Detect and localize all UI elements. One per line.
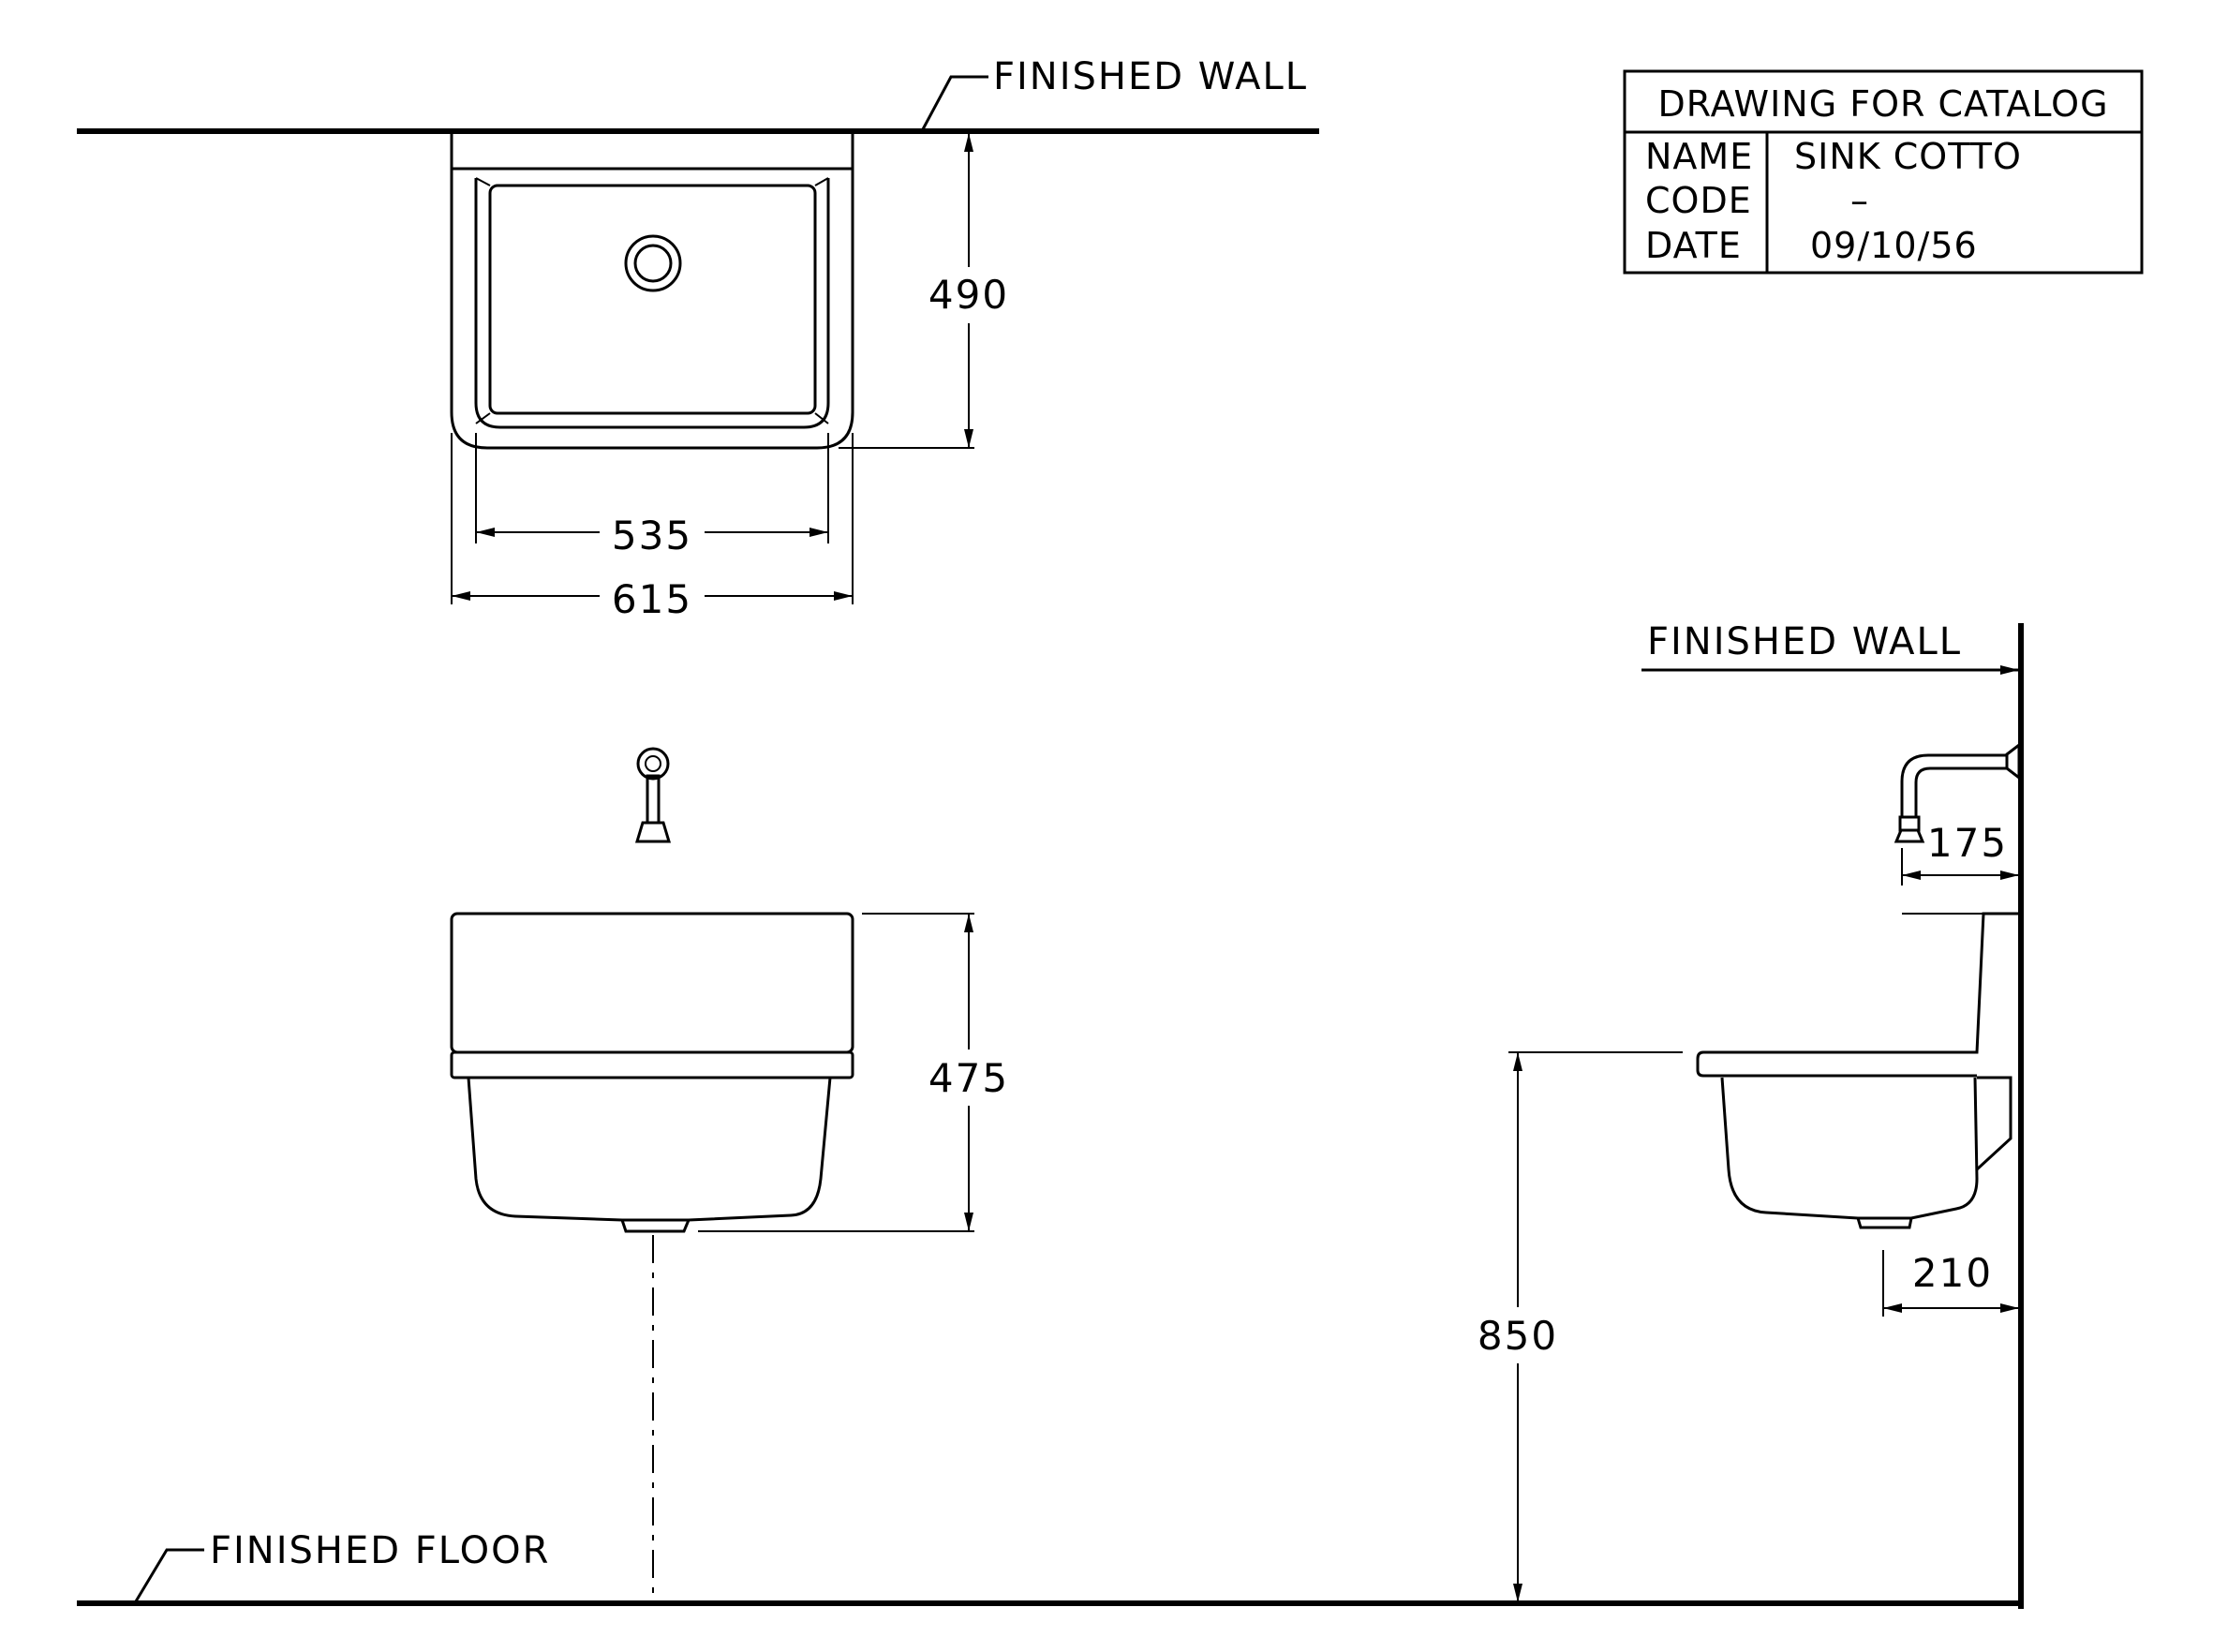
- side-faucet-spout: [1900, 753, 2007, 817]
- title-block: DRAWING FOR CATALOG NAME SINK COTTO CODE…: [1623, 69, 2144, 275]
- title-block-code-label: CODE: [1645, 180, 1752, 221]
- title-block-name-label: NAME: [1645, 136, 1753, 177]
- basin-outer-outline: [450, 133, 854, 450]
- finished-floor-label: FINISHED FLOOR: [210, 1529, 550, 1572]
- front-faucet-head: [636, 747, 670, 781]
- drain-outer-circle: [624, 234, 682, 292]
- dim-text-475: 475: [928, 1055, 1009, 1101]
- dim-text-850: 850: [1478, 1313, 1558, 1359]
- basin-bowl: [488, 184, 817, 415]
- dim-text-615: 615: [612, 576, 692, 622]
- dim-text-535: 535: [612, 513, 692, 558]
- floor: FINISHED FLOOR: [77, 1529, 2024, 1606]
- finished-wall-label-top: FINISHED WALL: [993, 55, 1308, 98]
- finished-wall-label-side: FINISHED WALL: [1647, 620, 1962, 663]
- front-drain-outlet: [620, 1219, 691, 1233]
- dim-text-490: 490: [928, 272, 1009, 318]
- title-block-heading: DRAWING FOR CATALOG: [1657, 83, 2108, 125]
- front-faucet-nozzle: [634, 821, 672, 843]
- dim-text-210: 210: [1912, 1250, 1993, 1296]
- side-basin-profile: [1696, 912, 2019, 1078]
- front-basin-bowl: [467, 1077, 832, 1222]
- front-faucet-stem: [646, 774, 661, 825]
- bowl-corner-tr: [814, 177, 829, 186]
- finished-floor-leader: [134, 1548, 204, 1602]
- side-basin-bracket: [1975, 1076, 2012, 1171]
- side-faucet-nozzle: [1894, 828, 1925, 843]
- front-view: 475: [450, 747, 1009, 1602]
- title-block-date-value: 09/10/56: [1810, 225, 1978, 266]
- title-block-name-value: SINK COTTO: [1794, 136, 2022, 177]
- side-view: FINISHED WALL 175 210 850: [1478, 620, 2024, 1609]
- title-block-code-value: –: [1850, 180, 1869, 221]
- bowl-corner-tl: [475, 177, 491, 186]
- front-faucet-head-inner: [645, 755, 661, 772]
- bowl-corner-bl: [475, 412, 491, 424]
- title-block-frame: [1623, 69, 2144, 275]
- front-basin-rim: [450, 1050, 854, 1079]
- side-faucet-flange: [2005, 741, 2021, 781]
- side-faucet-joint: [1898, 815, 1921, 832]
- dim-text-175: 175: [1927, 820, 2008, 866]
- basin-rim: [474, 178, 830, 429]
- bowl-corner-br: [814, 412, 829, 424]
- plan-view: FINISHED WALL 490 535 615: [77, 55, 1319, 622]
- side-drain-outlet: [1856, 1217, 1913, 1229]
- front-basin-backsplash: [450, 912, 854, 1054]
- drain-inner-circle: [633, 244, 673, 283]
- finished-wall-leader-top: [921, 75, 988, 130]
- side-basin-bowl: [1720, 1077, 1979, 1220]
- title-block-date-label: DATE: [1645, 225, 1742, 266]
